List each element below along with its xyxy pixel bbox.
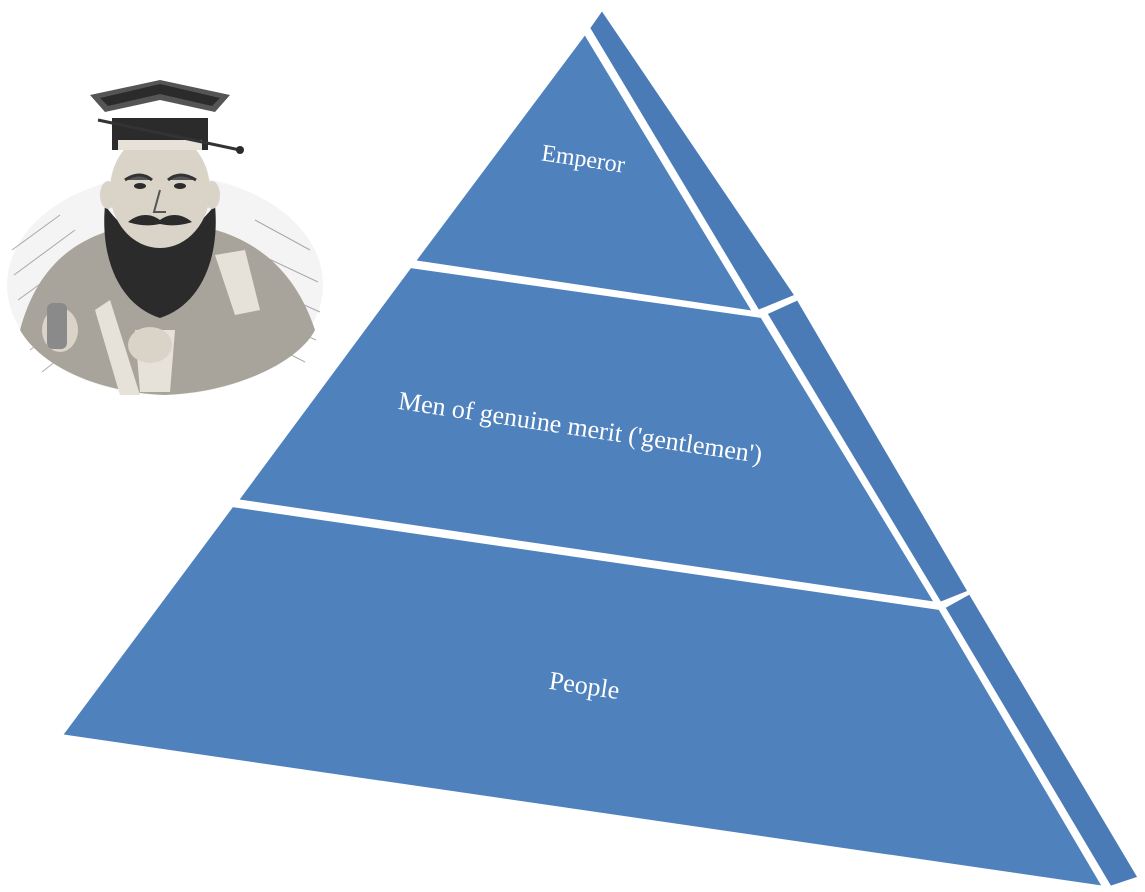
portrait-image <box>7 80 323 395</box>
tier-top[interactable] <box>409 28 759 316</box>
portrait-icon <box>7 80 323 395</box>
tier-bottom-side <box>940 589 1143 891</box>
tier-bottom[interactable] <box>56 502 1109 891</box>
tier-middle[interactable] <box>232 263 941 607</box>
pyramid: Emperor Men of genuine merit ('gentlemen… <box>56 4 1143 891</box>
tier-top-side <box>585 4 801 315</box>
